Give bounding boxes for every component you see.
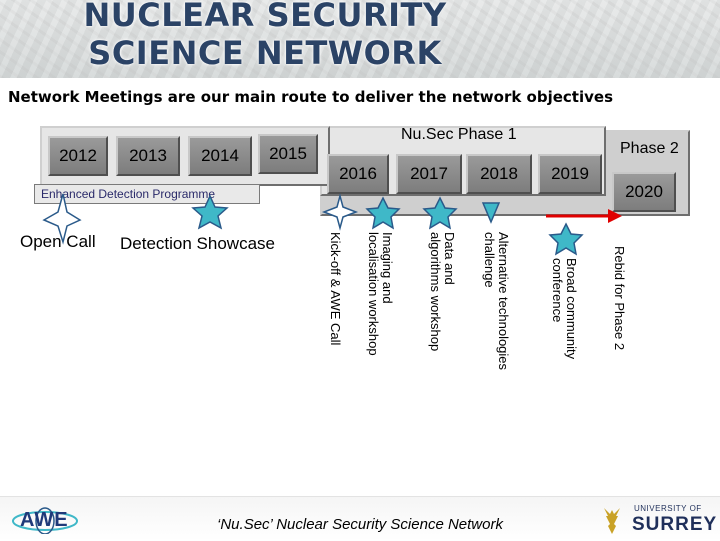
rebid-arrow-icon [546,209,622,223]
year-2018: 2018 [466,154,532,194]
imaging-label: Imaging and localisation workshop [366,232,395,356]
footer-band [0,496,720,541]
surrey-logo: UNIVERSITY OF SURREY [598,502,716,538]
data-star-icon [422,196,458,230]
year-2014: 2014 [188,136,252,176]
awe-logo-text: AWE [20,509,69,531]
stag-icon [604,508,620,534]
alt-tech-triangle-icon [481,202,501,224]
phase1-label: Nu.Sec Phase 1 [401,126,517,143]
broad-community-label: Broad community conference [550,258,579,360]
subtitle: Network Meetings are our main route to d… [8,88,613,106]
year-2013: 2013 [116,136,180,176]
year-2016: 2016 [327,154,389,194]
year-2015: 2015 [258,134,318,174]
kickoff-label: Kick-off & AWE Call [328,232,343,346]
footer-tagline: ‘Nu.Sec’ Nuclear Security Science Networ… [217,516,503,533]
year-2017: 2017 [396,154,462,194]
title-line-1: NUCLEAR SECURITY [83,0,447,34]
programme-banner: Enhanced Detection Programme [34,184,260,204]
header-band [0,0,720,78]
surrey-logo-name: SURREY [632,514,718,535]
year-2019: 2019 [538,154,602,194]
awe-logo: AWE [10,506,80,535]
data-algorithms-label: Data and algorithms workshop [428,232,457,352]
year-2020: 2020 [612,172,676,212]
title-line-2: SCIENCE NETWORK [88,34,442,72]
detection-showcase-label: Detection Showcase [120,234,275,253]
rebid-label: Rebid for Phase 2 [612,246,627,351]
conference-star-icon [548,222,584,256]
kickoff-star-icon [321,193,359,231]
year-2012: 2012 [48,136,108,176]
alt-tech-label: Alternative technologies challenge [482,232,511,371]
surrey-logo-top: UNIVERSITY OF [634,504,702,513]
open-call-star-icon [42,193,82,245]
phase2-label: Phase 2 [620,140,679,157]
showcase-star-icon [191,194,229,230]
open-call-label: Open Call [20,232,96,251]
imaging-star-icon [365,196,401,230]
